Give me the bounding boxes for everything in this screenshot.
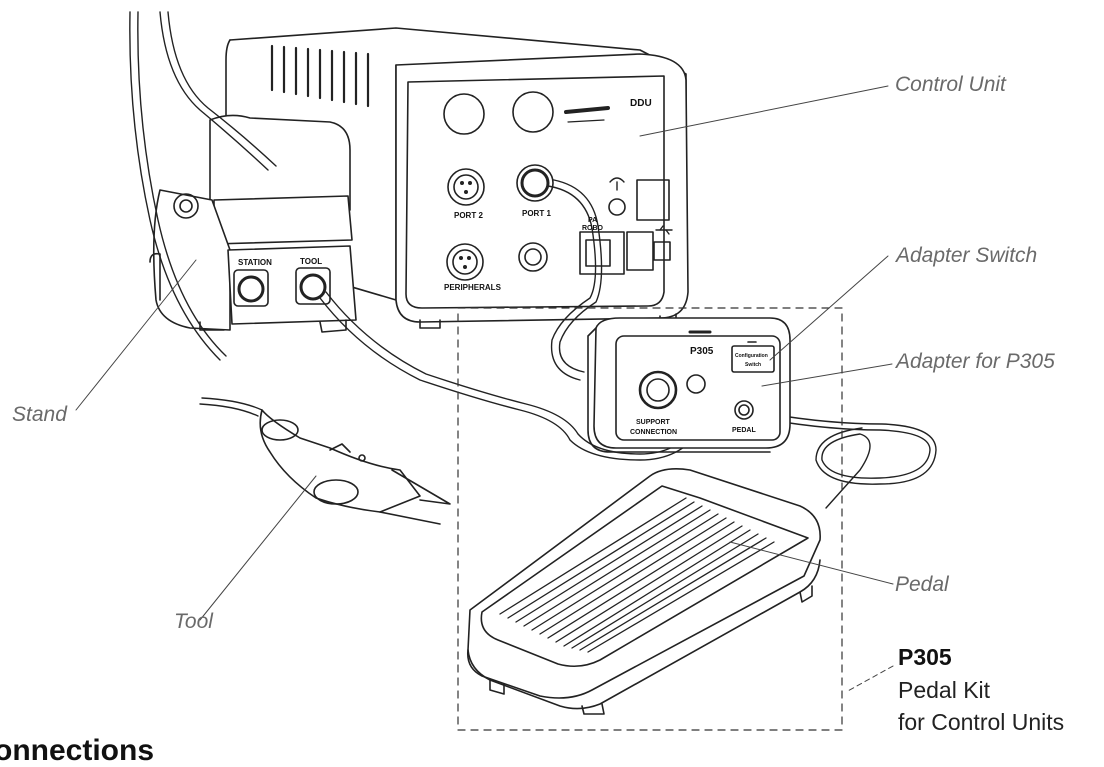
- adapter: [587, 317, 791, 453]
- usb-icon: [655, 225, 673, 235]
- callout-adapter-switch: Adapter Switch: [896, 244, 1038, 267]
- support-label-2: CONNECTION: [630, 429, 677, 436]
- callout-tool: Tool: [174, 610, 213, 633]
- kit-boundary: [457, 307, 843, 731]
- leader-lines: [75, 85, 894, 693]
- stand: [149, 114, 357, 333]
- control-unit: [225, 27, 689, 329]
- peripherals-label: PERIPHERALS: [444, 283, 502, 292]
- callout-pedal: Pedal: [895, 573, 949, 596]
- pa-robot-label-2: ROBO: [582, 225, 604, 232]
- antenna-icon: [609, 177, 625, 191]
- adapter-model-label: P305: [690, 346, 714, 357]
- stand-tool-label: TOOL: [300, 257, 322, 266]
- config-switch-label-1: Configuration: [735, 353, 768, 359]
- support-label-1: SUPPORT: [636, 419, 671, 426]
- kit-title: P305: [898, 644, 952, 670]
- kit-line-1: Pedal Kit: [898, 677, 991, 703]
- kit-line-2: for Control Units: [898, 709, 1065, 735]
- callout-stand: Stand: [12, 403, 67, 426]
- port1-label: PORT 1: [522, 209, 551, 218]
- pedal: [466, 468, 821, 715]
- pa-robot-label-1: PA: [588, 217, 597, 224]
- section-heading: onnections: [0, 734, 155, 767]
- port2-label: PORT 2: [454, 211, 483, 220]
- callout-control-unit: Control Unit: [895, 73, 1006, 96]
- brand-label: DDU: [630, 98, 652, 109]
- callout-adapter: Adapter for P305: [896, 350, 1055, 373]
- pedal-port-label: PEDAL: [732, 427, 756, 434]
- station-label: STATION: [238, 258, 272, 267]
- pedal-grip: [499, 497, 775, 653]
- tool: [259, 409, 451, 525]
- config-switch-label-2: Switch: [745, 362, 761, 368]
